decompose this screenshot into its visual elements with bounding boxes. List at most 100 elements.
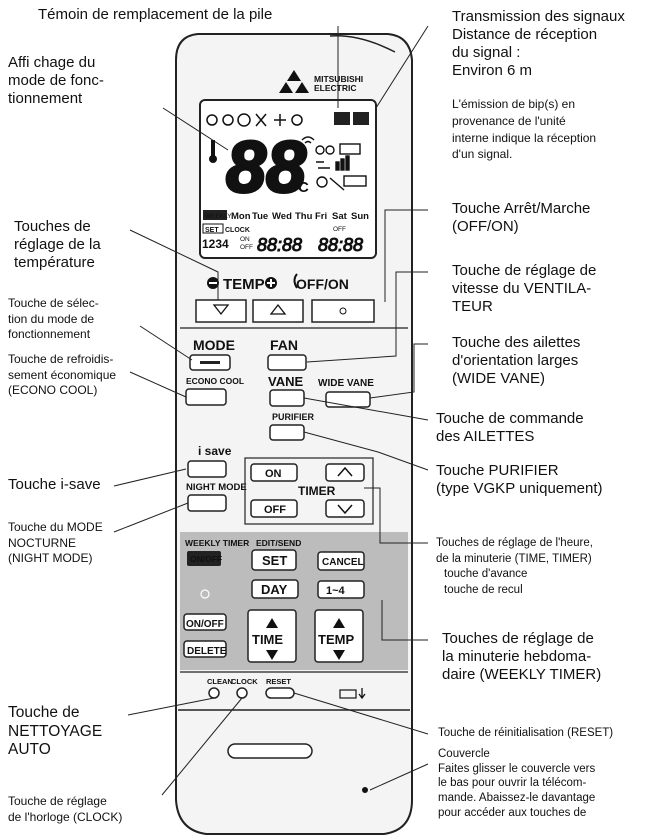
brand-logo: MITSUBISHI ELECTRIC [279,70,363,93]
lcd-day-tue: Tue [252,211,268,222]
callout-purifier: Touche PURIFIER (type VGKP uniquement) [436,462,603,497]
day-button-label: DAY [261,582,288,597]
clock-label: CLOCK [231,677,258,686]
cancel-button-label: CANCEL [322,557,364,568]
callout-clock: Touche de réglage de l'horloge (CLOCK) [8,794,123,824]
time-button-label: TIME [252,632,283,647]
cancel-button[interactable] [317,551,365,571]
set-button[interactable] [251,549,297,571]
callout-mode-select: Touche de sélec- tion du mode de fonctio… [8,296,99,342]
onoff2-button-label: ON/OFF [186,619,224,630]
callout-weekly-timer: Touches de réglage de la minuterie hebdo… [442,630,602,683]
wide-vane-label: WIDE VANE [318,378,374,389]
wide-vane-button[interactable] [325,391,371,408]
callout-transmission-note: L'émission de bip(s) en provenance de l'… [452,97,597,162]
night-mode-label: NIGHT MODE [186,482,247,493]
callout-isave: Touche i-save [8,476,101,493]
lcd-day-mon: Mon [231,211,251,222]
timer-label: TIMER [298,484,336,498]
callout-temp-keys: Touches de réglage de la température [14,218,101,271]
lcd-day-fri: Fri [315,211,327,222]
purifier-label: PURIFIER [272,412,315,422]
reset-button[interactable] [265,687,295,699]
battery-icon [339,688,366,700]
weekly-onoff-button[interactable] [187,551,221,566]
timer-advance-button[interactable] [325,463,365,482]
lcd-status-icons [301,136,367,191]
lcd-clock-label: CLOCK [225,227,250,234]
callout-reset: Touche de réinitialisation (RESET) [438,727,614,739]
callout-clean: Touche de NETTOYAGE AUTO [8,704,103,759]
isave-button[interactable] [187,460,227,478]
night-mode-button[interactable] [187,494,227,512]
fan-button[interactable] [267,354,307,371]
callout-night-mode: Touche du MODE NOCTURNE (NIGHT MODE) [8,520,103,566]
temp-up-button[interactable] [252,299,304,323]
vane-label: VANE [268,374,303,389]
callout-econo-cool: Touche de refroidis- sement économique (… [8,352,117,398]
lcd-off-label-right: OFF [333,226,346,233]
callout-battery: Témoin de remplacement de la pile [38,6,273,23]
isave-label: i save [198,444,232,458]
lcd-weekly-label: WEEKLY [205,213,232,220]
fan-label: FAN [270,337,298,353]
reset-label: RESET [266,677,291,686]
callout-cover: Couvercle Faites glisser le couvercle ve… [438,748,596,819]
temp-set-button-label: TEMP [318,632,354,647]
econo-cool-label: ECONO COOL [186,376,244,386]
callout-wide-vane: Touche des ailettes d'orientation larges… [452,334,581,387]
callout-vane: Touche de commande des AILETTES [436,410,584,445]
offon-button[interactable] [311,299,375,323]
offon-label: OFF/ON [296,276,349,292]
callout-time-timer: Touches de réglage de l'heure, de la min… [436,537,593,596]
lcd-temp-unit: °C [292,179,309,196]
timer-off-label: OFF [264,504,286,516]
lcd-display [199,99,377,259]
lcd-day-wed: Wed [272,211,292,222]
cover-slot [227,743,313,759]
lcd-day-thu: Thu [295,211,313,222]
lcd-day-sun: Sun [351,211,369,222]
brand-name-line1: MITSUBISHI [314,74,363,84]
timer-off-button[interactable] [250,499,298,518]
timer-on-button[interactable] [250,463,298,482]
range-button[interactable] [317,580,365,599]
lcd-on-label: ON [240,236,250,243]
lcd-set-label: SET [205,227,219,234]
clean-label: CLEAN [207,677,233,686]
delete-button-label: DELETE [187,646,227,657]
lcd-off-label-left: OFF [240,244,253,251]
brand-name-line2: ELECTRIC [314,83,357,93]
time-button[interactable] [247,609,297,663]
callout-mode-display: Affi chage du mode de fonc- tionnement [8,54,104,107]
timer-on-label: ON [265,468,282,480]
lcd-time-left: 88:88 [257,235,302,255]
purifier-button[interactable] [269,424,305,441]
thermometer-icon [209,140,217,163]
temp-down-button[interactable] [195,299,247,323]
callout-offon: Touche Arrêt/Marche (OFF/ON) [452,200,591,235]
chevron-up-icon [269,303,287,315]
temp-set-button[interactable] [314,609,364,663]
temp-label: TEMP [223,276,265,293]
set-button-label: SET [262,553,287,568]
onoff2-button[interactable] [183,613,227,631]
lcd-temp-digits: 88 [226,128,306,208]
clock-button[interactable] [236,687,248,699]
vane-button[interactable] [269,389,305,407]
range-button-label: 1~4 [326,585,346,597]
timer-back-button[interactable] [325,499,365,518]
day-button[interactable] [251,579,299,599]
econo-cool-button[interactable] [185,388,227,406]
chevron-down-icon [212,304,230,316]
clean-button[interactable] [208,687,220,699]
mode-icons [206,113,303,127]
callout-lines [113,25,429,796]
lcd-program-numbers: 1234 [202,237,229,251]
mode-label: MODE [193,337,235,353]
edit-send-label: EDIT/SEND [256,538,301,548]
delete-button[interactable] [183,640,227,658]
lcd-time-right: 88:88 [318,235,363,255]
